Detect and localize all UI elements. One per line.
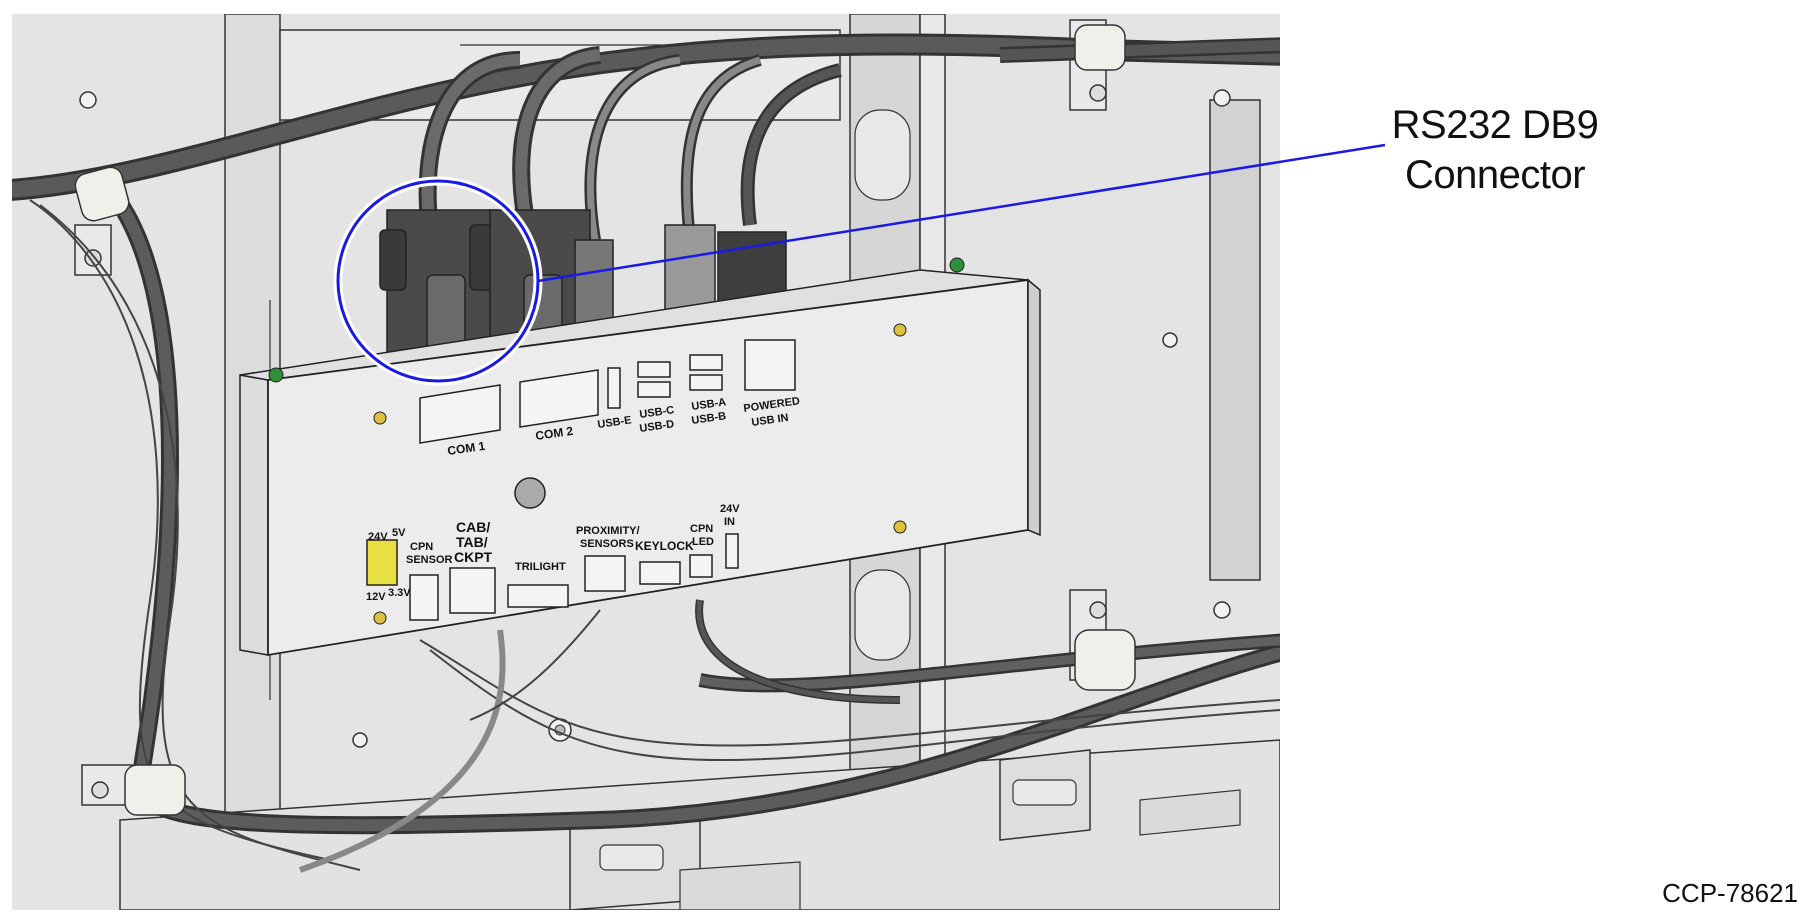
label-usb-c: USB-C: [639, 404, 675, 421]
label-tab: TAB/: [456, 534, 488, 550]
label-3v3: 3.3V: [388, 587, 411, 599]
label-trilight: TRILIGHT: [515, 561, 566, 573]
label-cab: CAB/: [456, 519, 490, 535]
cabinet-panel: [12, 14, 1280, 910]
label-12v: 12V: [366, 591, 386, 603]
label-usb-in: USB IN: [751, 412, 790, 429]
label-cpn-led-1: CPN: [690, 523, 713, 535]
callout-leader-line: [537, 143, 1386, 283]
callout-label-line1: RS232 DB9: [1391, 103, 1599, 147]
callout-label: RS232 DB9 Connector: [1390, 100, 1600, 200]
label-usb-a: USB-A: [691, 396, 727, 413]
label-sensors: SENSORS: [580, 538, 634, 550]
label-usb-e: USB-E: [597, 414, 633, 431]
label-ckpt: CKPT: [454, 549, 493, 565]
label-cpn-led-2: LED: [692, 536, 714, 548]
label-keylock: KEYLOCK: [635, 539, 694, 553]
label-24v-in-1: 24V: [720, 503, 740, 515]
label-24v: 24V: [368, 531, 388, 543]
label-proximity: PROXIMITY/: [576, 525, 640, 537]
label-cpn: CPN: [410, 541, 433, 553]
callout-label-line2: Connector: [1404, 153, 1586, 197]
label-usb-b: USB-B: [691, 410, 727, 427]
control-module: COM 1 COM 2 USB-E USB-C USB-D USB-A USB-…: [239, 257, 1041, 657]
label-usb-d: USB-D: [639, 418, 675, 435]
label-com2: COM 2: [534, 424, 574, 443]
label-sensor: SENSOR: [406, 554, 453, 566]
label-com1: COM 1: [446, 439, 486, 458]
label-24v-in-2: IN: [724, 516, 735, 528]
document-id: CCP-78621: [1662, 878, 1798, 908]
label-5v: 5V: [392, 527, 406, 539]
